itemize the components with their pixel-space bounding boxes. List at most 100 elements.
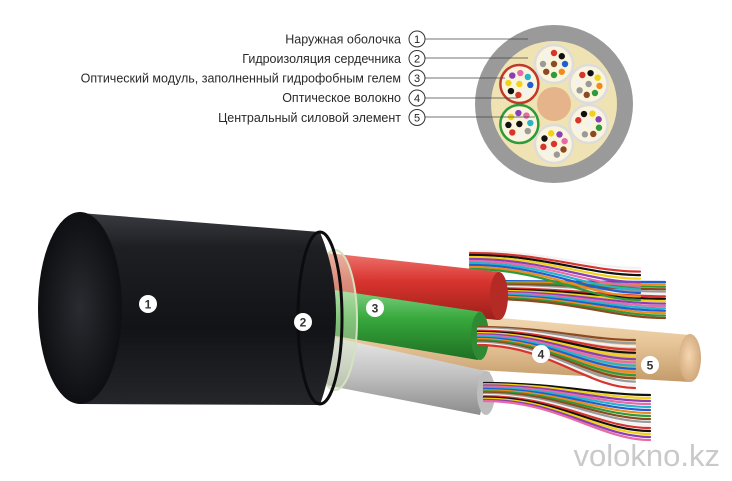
- fiber-dot: [545, 150, 552, 157]
- optical-fiber: [482, 381, 652, 397]
- svg-text:4: 4: [538, 348, 545, 362]
- legend-text-1: Наружная оболочка: [285, 33, 401, 47]
- fiber-dot: [595, 124, 603, 131]
- callout-2: 2: [294, 313, 312, 331]
- fiber-dot: [594, 74, 601, 81]
- fiber-dot: [550, 71, 558, 79]
- legend-leaders: [425, 38, 535, 118]
- optical-fiber: [468, 249, 642, 270]
- optical-fiber: [482, 396, 652, 433]
- optical-fiber: [476, 328, 637, 348]
- fiber-dot: [575, 125, 582, 132]
- legend-text-5: Центральный силовой элемент: [218, 111, 401, 125]
- optical-fiber: [482, 390, 652, 418]
- optical-fiber: [476, 330, 637, 354]
- cross-section-module: [533, 123, 575, 165]
- cross-section-module: [499, 103, 540, 145]
- optical-fiber: [476, 342, 637, 386]
- fiber-dot: [543, 68, 550, 75]
- optical-fiber: [476, 334, 637, 364]
- fiber-dot: [509, 72, 516, 79]
- optical-fiber: [476, 337, 637, 374]
- fiber-dot: [585, 120, 592, 128]
- optical-fiber: [488, 294, 667, 312]
- fiber-dot: [515, 91, 522, 99]
- optical-fiber: [488, 288, 667, 300]
- fiber-dot: [590, 130, 597, 138]
- optical-fiber: [476, 331, 637, 358]
- callout-1: 1: [139, 295, 157, 313]
- optical-fiber: [468, 251, 642, 273]
- fiber-dot: [595, 116, 602, 123]
- fiber-bundle-front: [476, 325, 652, 442]
- fiber-dot: [524, 73, 531, 81]
- optical-fiber: [488, 281, 667, 286]
- fiber-dot: [561, 137, 568, 145]
- fiber-dot: [585, 80, 592, 88]
- optical-fiber: [482, 399, 652, 442]
- fiber-dot: [517, 69, 524, 77]
- legend-badge-1: 1: [408, 30, 426, 48]
- fiber-dot: [591, 89, 599, 97]
- optical-fiber: [488, 295, 667, 315]
- optical-fiber: [488, 287, 667, 298]
- svg-text:1: 1: [145, 298, 152, 312]
- optical-fiber: [482, 387, 652, 412]
- optical-fiber: [476, 339, 637, 377]
- optical-fiber: [488, 290, 667, 305]
- fiber-dot: [524, 127, 531, 135]
- fiber-dot: [596, 82, 603, 90]
- cross-section-modules: [499, 43, 609, 165]
- optical-fiber: [482, 383, 652, 400]
- optical-fiber: [476, 335, 637, 367]
- cable-3d-view: 1 2 3 4 5: [38, 212, 701, 442]
- optical-fiber: [476, 340, 637, 380]
- optical-fiber: [482, 385, 652, 406]
- optical-fiber: [476, 327, 637, 345]
- watermark: volokno.kz: [574, 438, 720, 473]
- legend-text-4: Оптическое волокно: [282, 91, 401, 105]
- legend-badge-5: 5: [408, 109, 426, 126]
- optical-fiber: [468, 255, 642, 280]
- fiber-dot: [527, 81, 534, 89]
- svg-text:5: 5: [647, 359, 654, 373]
- fiber-dot: [505, 121, 512, 129]
- svg-text:3: 3: [372, 302, 379, 316]
- optical-fiber: [468, 263, 642, 294]
- fiber-dot: [505, 79, 512, 87]
- fiber-dot: [583, 91, 590, 99]
- optical-fiber: [482, 384, 652, 403]
- optical-fiber: [476, 329, 637, 351]
- fiber-dot: [550, 60, 558, 68]
- fiber-dot: [543, 53, 550, 60]
- fiber-dot: [507, 87, 515, 95]
- optical-fiber: [488, 296, 667, 317]
- fiber-dot: [547, 130, 555, 137]
- optical-fiber: [468, 261, 642, 291]
- fiber-dot: [576, 87, 583, 94]
- optical-fiber: [482, 398, 652, 439]
- optical-fiber: [488, 293, 667, 310]
- fiber-dot: [515, 109, 522, 117]
- optical-fiber: [482, 386, 652, 409]
- optical-fiber: [468, 259, 642, 287]
- outer-jacket: [38, 212, 344, 406]
- optical-fiber: [468, 253, 642, 277]
- fiber-dot: [589, 110, 596, 117]
- cross-section: [475, 25, 633, 183]
- optical-fiber: [476, 343, 637, 390]
- callout-3: 3: [366, 299, 384, 317]
- svg-text:3: 3: [414, 73, 420, 85]
- svg-text:2: 2: [414, 54, 420, 66]
- optical-fiber: [482, 393, 652, 427]
- optical-fiber: [488, 289, 667, 303]
- cross-section-module: [499, 63, 540, 105]
- optical-fiber: [488, 291, 667, 308]
- optical-fiber: [468, 267, 642, 302]
- cross-section-central-member: [537, 87, 571, 121]
- legend-text-2: Гидроизоляция сердечника: [242, 52, 401, 66]
- fiber-dot: [556, 131, 563, 138]
- optical-fiber: [482, 397, 652, 436]
